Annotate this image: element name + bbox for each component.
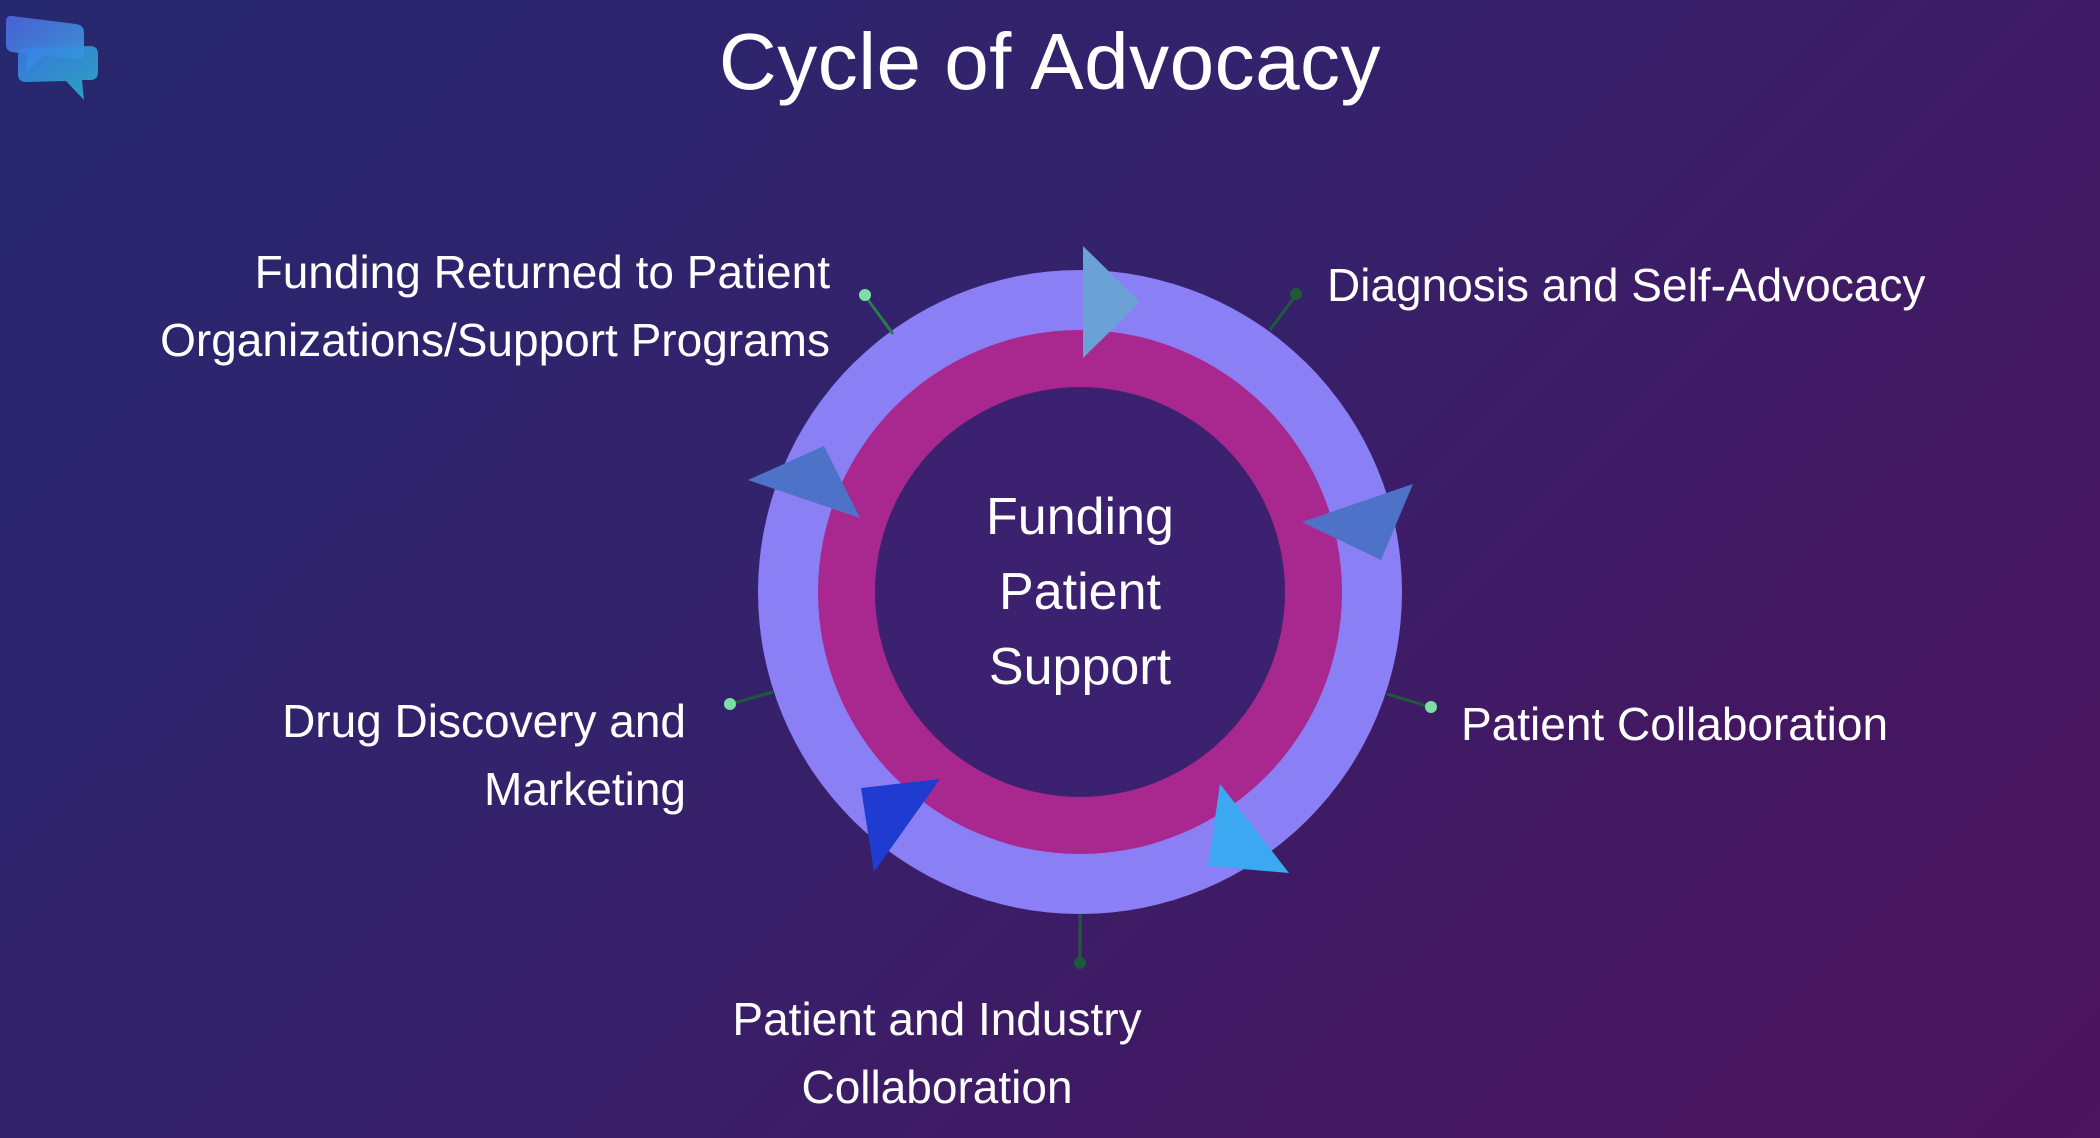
step-label-patient-collaboration: Patient Collaboration [1461,690,1888,758]
leader-line-diagnosis [1268,288,1302,331]
center-label-line: Support [988,638,1172,696]
center-disc [875,387,1285,797]
step-label-line: Drug Discovery and [282,695,686,747]
cycle-arrow-top-icon [1083,246,1140,358]
leader-line-industry-collaboration [1074,914,1086,969]
slide-title: Cycle of Advocacy [718,17,1382,106]
chat-bubbles-logo-icon [6,15,98,100]
step-label-line: Collaboration [801,1061,1073,1113]
cycle-arrow-right-icon [1302,484,1413,560]
step-label-line: Patient and Industry [732,993,1142,1045]
cycle-arrow-bottom-right-icon [1208,784,1289,873]
step-label-line: Organizations/Support Programs [160,314,830,366]
cycle-arrow-left-icon [748,446,860,518]
center-label-line: Funding [986,488,1174,546]
leader-line-patient-collaboration [1386,692,1437,713]
step-label-line: Marketing [484,763,686,815]
step-label-funding-returned: Funding Returned to Patient Organization… [160,238,830,374]
step-label-industry-collaboration: Patient and Industry Collaboration [732,985,1141,1121]
leader-line-funding-returned [859,289,895,335]
step-label-line: Patient Collaboration [1461,698,1889,750]
step-label-line: Diagnosis and Self-Advocacy [1327,259,1926,311]
step-label-line: Funding Returned to Patient [254,246,830,298]
cycle-arrow-bottom-left-icon [861,779,940,872]
center-label: Funding Patient Support [930,480,1230,705]
step-label-drug-discovery: Drug Discovery and Marketing [282,687,686,823]
center-label-line: Patient [999,563,1161,621]
step-label-diagnosis: Diagnosis and Self-Advocacy [1327,251,1925,319]
leader-line-drug-discovery [724,690,774,710]
